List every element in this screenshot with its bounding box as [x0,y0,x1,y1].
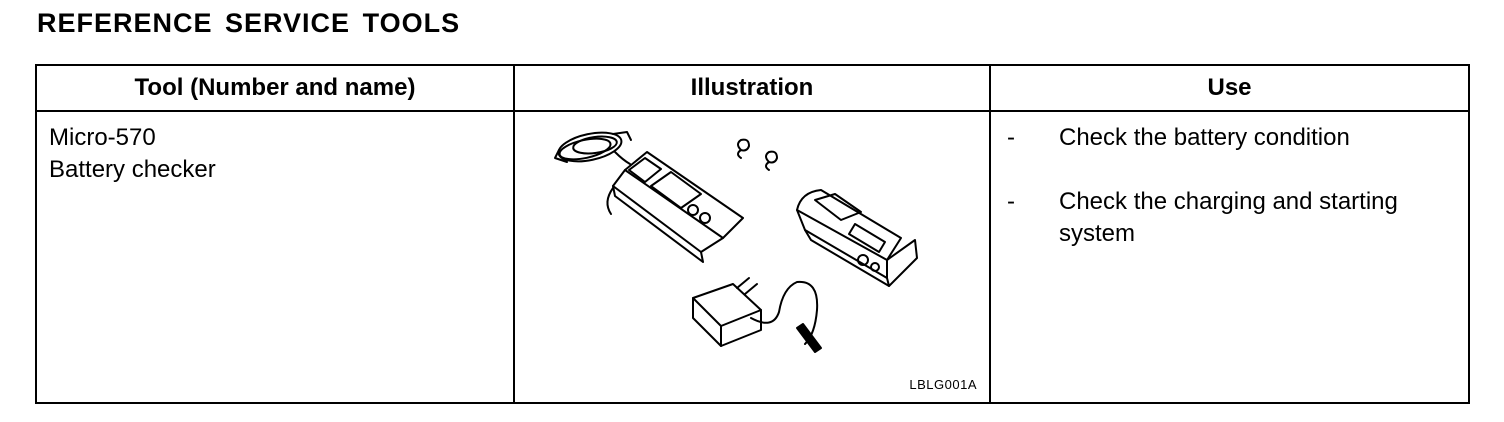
illustration-cell: LBLG001A [513,110,991,404]
header-use: Use [989,64,1470,112]
clip-icon [737,138,778,171]
table-row: Micro-570 Battery checker [35,110,1470,404]
figure-code: LBLG001A [909,377,977,392]
page-title: REFERENCE SERVICE TOOLS [37,8,461,38]
use-text: Check the battery condition [1059,124,1350,151]
use-list: - Check the battery condition - Check th… [991,112,1468,250]
tester-unit-icon [606,151,744,263]
test-cable-icon [554,131,632,165]
tool-name: Battery checker [49,156,216,183]
list-bullet: - [1007,124,1015,151]
header-illustration: Illustration [513,64,991,112]
use-text: Check the charging and starting system [1059,188,1398,247]
list-bullet: - [1007,188,1015,215]
tool-cell: Micro-570 Battery checker [35,110,515,404]
table-header-row: Tool (Number and name) Illustration Use [35,64,1470,112]
service-tools-table: Tool (Number and name) Illustration Use … [35,64,1470,404]
battery-checker-illustration [554,131,918,353]
printer-unit-icon [796,189,918,287]
tool-number: Micro-570 [49,124,156,151]
ac-adapter-icon [692,277,822,353]
list-item: - Check the battery condition [991,122,1468,154]
use-cell: - Check the battery condition - Check th… [989,110,1470,404]
list-item: - Check the charging and starting system [991,186,1468,250]
header-tool: Tool (Number and name) [35,64,515,112]
